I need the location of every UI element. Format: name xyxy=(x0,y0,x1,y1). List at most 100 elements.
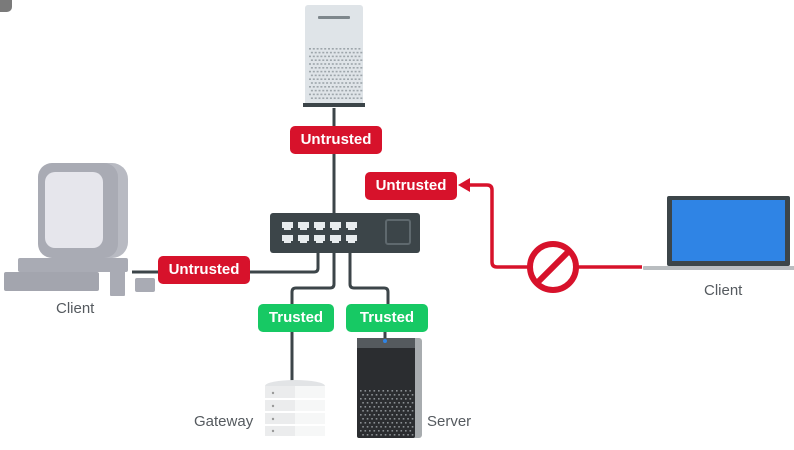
vent-dot xyxy=(375,394,378,396)
vent-dot xyxy=(360,82,363,84)
vent-dot xyxy=(400,406,403,408)
vent-dot xyxy=(366,394,369,396)
vent-dot xyxy=(314,74,317,77)
vent-dot xyxy=(354,78,357,80)
vent-dot xyxy=(389,418,391,420)
vent-dot xyxy=(378,390,380,392)
vent-dot xyxy=(347,55,349,58)
vent-dot xyxy=(354,48,357,50)
vent-dot xyxy=(373,422,376,424)
vent-dot xyxy=(398,402,400,404)
vent-dot xyxy=(402,426,405,428)
vent-dot xyxy=(328,78,330,80)
vent-dot xyxy=(347,86,349,88)
vent-dot xyxy=(354,93,357,96)
vent-dot xyxy=(326,89,329,92)
vent-dot xyxy=(341,89,344,92)
blocked-icon xyxy=(527,241,579,293)
vent-dot xyxy=(343,70,346,73)
vent-dot xyxy=(333,59,336,61)
vent-dot xyxy=(393,394,396,396)
vent-dot xyxy=(318,82,321,84)
vent-dot xyxy=(402,402,405,404)
vent-dot xyxy=(333,97,336,99)
vent-dot xyxy=(350,93,353,96)
vent-dot xyxy=(324,48,327,50)
vent-dot xyxy=(328,48,330,50)
vent-dot xyxy=(326,51,329,54)
vent-dot xyxy=(405,422,407,424)
vent-dot xyxy=(324,55,327,58)
vent-dot xyxy=(310,74,313,77)
switch-port-icon xyxy=(298,235,309,243)
vent-dot xyxy=(322,97,325,99)
vent-dot xyxy=(320,78,323,80)
vent-dot xyxy=(369,390,371,392)
vent-dot xyxy=(328,93,330,96)
vent-dot xyxy=(371,434,373,436)
line-switch-to-server-tag xyxy=(348,252,390,304)
vent-dot xyxy=(352,51,355,54)
vent-dot xyxy=(312,48,315,50)
vent-dot xyxy=(345,74,348,77)
vent-dot xyxy=(356,97,359,99)
vent-dot xyxy=(335,70,338,73)
vent-dot xyxy=(378,398,380,400)
line-switch-to-gateway-tag xyxy=(290,252,336,304)
vent-dot xyxy=(384,434,387,436)
vent-dot xyxy=(324,63,327,65)
vent-dot xyxy=(393,434,396,436)
vent-dot xyxy=(400,422,403,424)
vent-dot xyxy=(391,390,394,392)
vent-dot xyxy=(393,410,396,412)
vent-dot xyxy=(360,430,362,432)
vent-dot xyxy=(348,74,351,77)
vent-dot xyxy=(343,86,346,88)
vent-dot xyxy=(389,426,391,428)
label-gateway: Gateway xyxy=(194,413,254,430)
vent-dot xyxy=(322,74,325,77)
vent-dot xyxy=(309,78,311,80)
vent-dot xyxy=(398,426,400,428)
vent-dot xyxy=(329,67,332,69)
vent-dot xyxy=(348,82,351,84)
vent-dot xyxy=(312,55,315,58)
vent-dot xyxy=(369,398,371,400)
vent-dot xyxy=(333,74,336,77)
vent-dot xyxy=(389,394,391,396)
vent-dot xyxy=(350,48,353,50)
switch-port-icon xyxy=(282,235,293,243)
vent-dot xyxy=(310,59,313,61)
vent-dot xyxy=(362,434,364,436)
vent-dot xyxy=(354,70,357,73)
vent-dot xyxy=(345,51,348,54)
vent-dot xyxy=(358,70,361,73)
vent-dot xyxy=(318,67,321,69)
vent-dot xyxy=(352,59,355,61)
vent-dot xyxy=(347,93,349,96)
tag-untrusted-left: Untrusted xyxy=(158,256,250,284)
vent-dot xyxy=(352,97,355,99)
vent-dot xyxy=(362,418,364,420)
vent-dot xyxy=(373,414,376,416)
switch-port-icon xyxy=(346,222,357,230)
vent-dot xyxy=(350,55,353,58)
vent-dot xyxy=(380,434,382,436)
vent-dot xyxy=(356,67,359,69)
vent-dot xyxy=(322,82,325,84)
vent-dot xyxy=(347,48,349,50)
vent-dot xyxy=(333,82,336,84)
vent-dot xyxy=(314,59,317,61)
vent-dot xyxy=(356,89,359,92)
vent-dot xyxy=(324,86,327,88)
switch-port-icon xyxy=(298,222,309,230)
vent-dot xyxy=(348,97,351,99)
vent-dot xyxy=(360,51,363,54)
vent-dot xyxy=(402,394,405,396)
vent-dot xyxy=(345,82,348,84)
vent-dot xyxy=(331,55,334,58)
vent-dot xyxy=(343,63,346,65)
vent-dot xyxy=(380,418,382,420)
vent-dot xyxy=(331,48,334,50)
